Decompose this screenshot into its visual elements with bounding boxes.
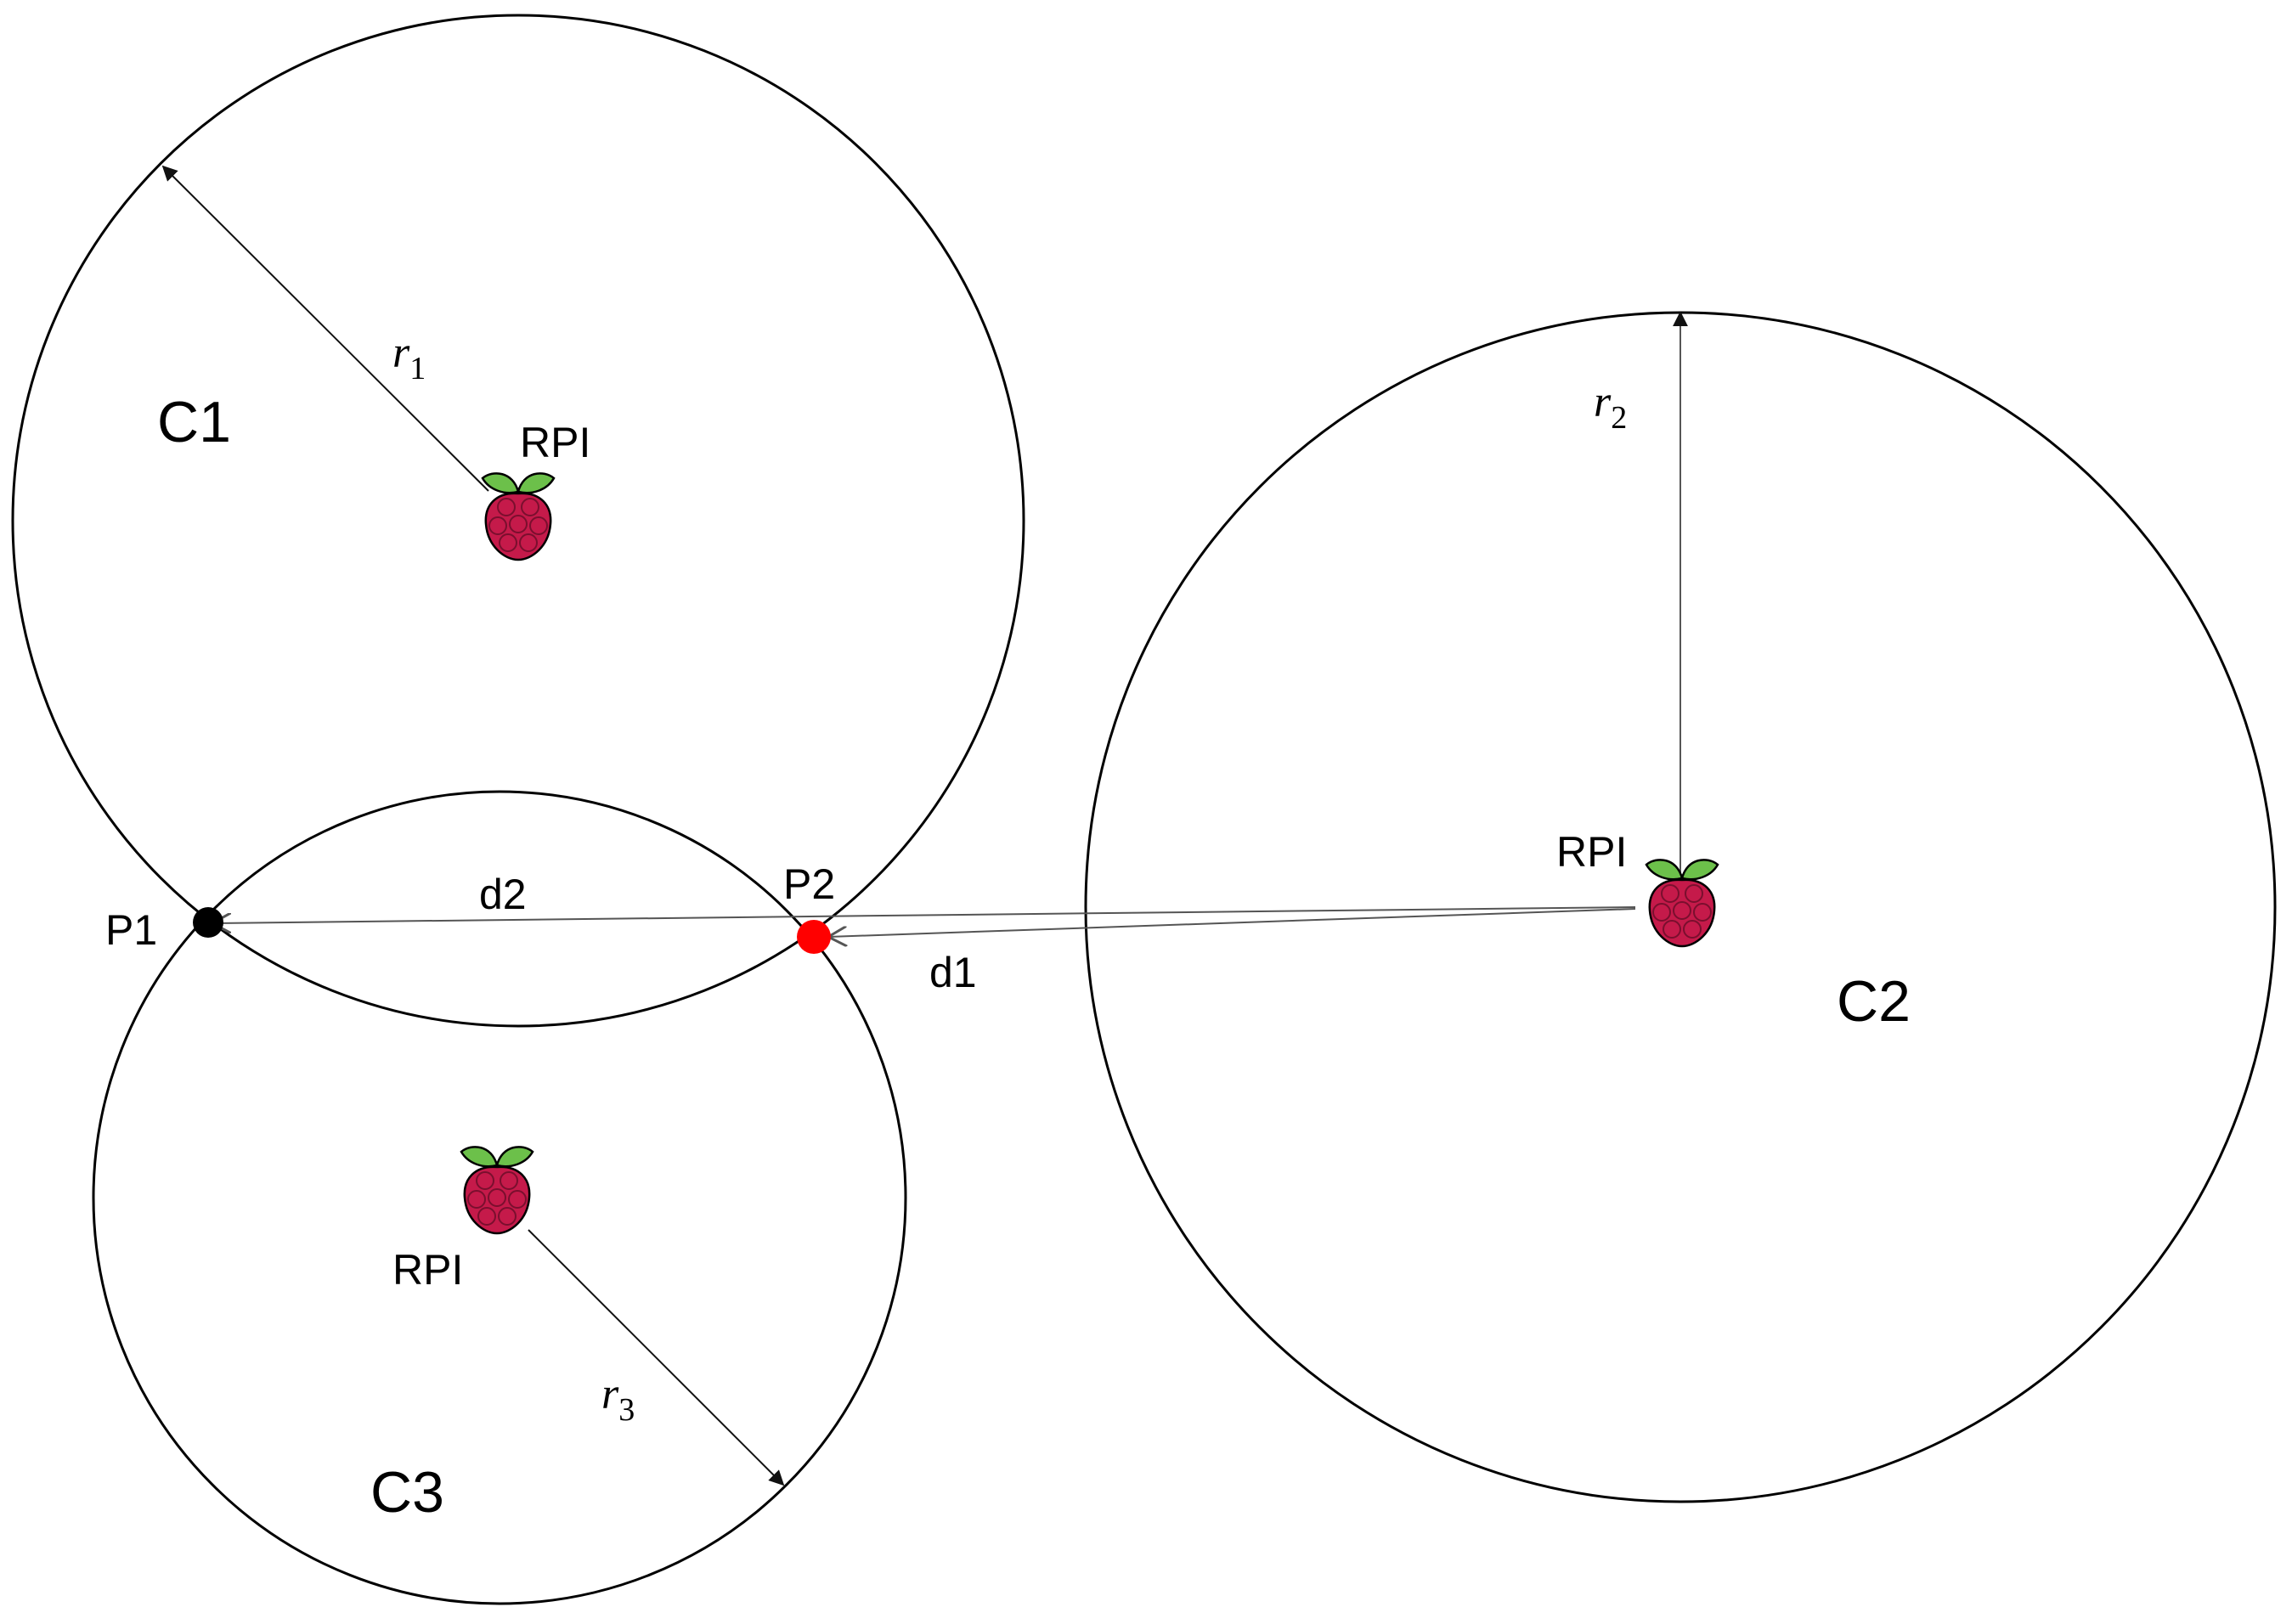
circle-c3-label: C3 <box>370 1460 444 1525</box>
point-p1 <box>193 907 223 938</box>
point-p2-label: P2 <box>783 860 835 908</box>
raspberry-pi-icon <box>481 472 556 561</box>
distance-d2-label: d2 <box>479 871 527 918</box>
point-p2 <box>797 920 831 954</box>
rpi-c1-label: RPI <box>520 419 590 466</box>
circle-c1 <box>11 14 1025 1028</box>
circle-c2-label: C2 <box>1837 969 1911 1034</box>
radius-r1-label: r1 <box>392 329 426 386</box>
distance-d2-line <box>212 906 1636 923</box>
radius-r3-line <box>528 1229 785 1486</box>
distance-d1-line <box>828 908 1636 937</box>
raspberry-pi-icon <box>460 1146 534 1235</box>
radius-r1-line <box>161 165 489 492</box>
radius-r3-label: r3 <box>601 1370 635 1428</box>
rpi-c3-label: RPI <box>392 1246 463 1294</box>
circle-c1-label: C1 <box>157 390 231 454</box>
radius-r2-label: r2 <box>1594 378 1627 436</box>
distance-d1-label: d1 <box>929 949 977 996</box>
point-p1-label: P1 <box>105 906 157 954</box>
raspberry-pi-icon <box>1645 859 1719 948</box>
circle-c3 <box>92 790 907 1605</box>
rpi-c2-label: RPI <box>1556 828 1627 876</box>
